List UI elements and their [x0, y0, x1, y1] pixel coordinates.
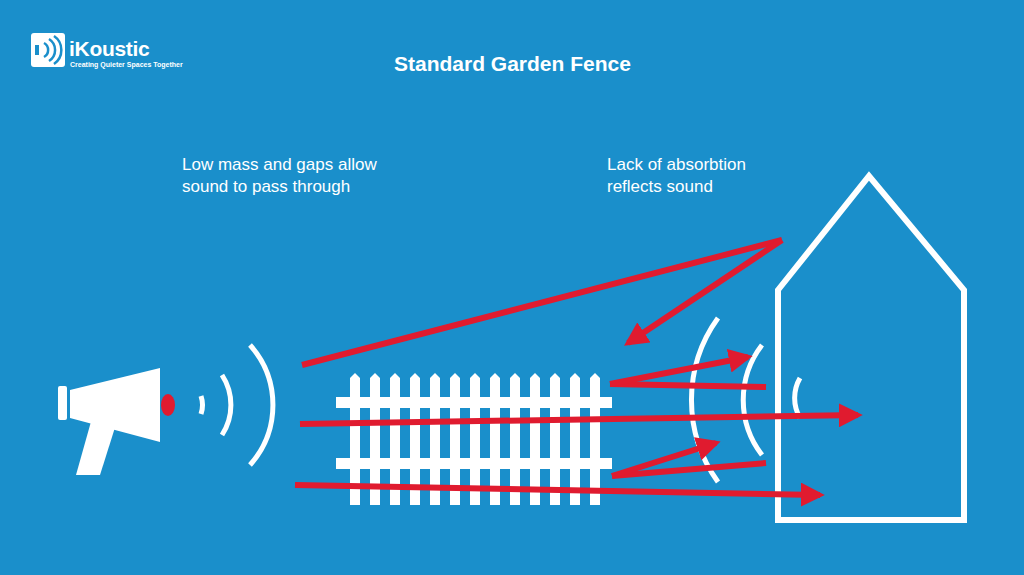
fence-picket: [550, 373, 560, 505]
sound-waves: [201, 345, 273, 465]
logo-icon: [31, 33, 65, 67]
fence-picket: [570, 373, 580, 505]
logo-name: iKoustic: [69, 37, 149, 61]
fence-picket: [470, 373, 480, 505]
megaphone: [58, 368, 175, 475]
sound-paths: [295, 240, 858, 495]
house: [778, 176, 964, 520]
logo-tagline: Creating Quieter Spaces Together: [70, 61, 183, 68]
reflection-note: Lack of absorbtion reflects sound: [607, 154, 782, 198]
fence-picket: [490, 373, 500, 505]
fence-picket: [530, 373, 540, 505]
fence-picket: [510, 373, 520, 505]
diagram-title: Standard Garden Fence: [394, 52, 631, 76]
fence-picket: [590, 373, 600, 505]
fence-note: Low mass and gaps allow sound to pass th…: [182, 154, 414, 198]
reflected-waves: [691, 318, 800, 482]
